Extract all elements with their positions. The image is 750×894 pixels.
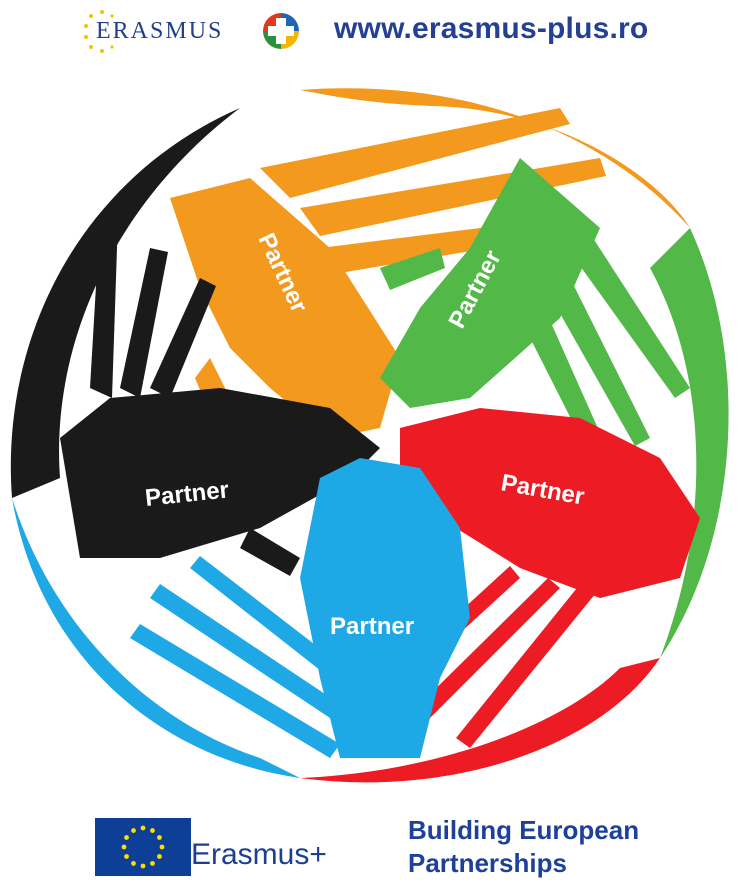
black-hand — [60, 218, 380, 576]
eu-star-icon — [150, 861, 155, 866]
erasmus-logo: ERASMUS — [82, 8, 312, 54]
header: ERASMUS www.erasmus-plus.ro — [0, 0, 750, 62]
eu-star-icon — [140, 863, 146, 869]
eu-flag-icon — [95, 818, 191, 876]
stars-icon — [84, 10, 114, 53]
erasmus-wordmark: ERASMUS — [96, 18, 224, 44]
plus-icon — [263, 13, 299, 49]
website-url[interactable]: www.erasmus-plus.ro — [334, 12, 649, 45]
partner-label-blue: Partner — [330, 613, 414, 640]
tagline: Building European Partnerships — [408, 814, 639, 880]
eu-star-icon — [124, 854, 129, 859]
eu-star-icon — [121, 844, 127, 850]
orange-arc — [300, 88, 690, 228]
eu-star-icon — [150, 828, 155, 833]
eu-star-icon — [159, 844, 165, 850]
blue-hand — [130, 458, 470, 758]
eu-star-icon — [157, 854, 162, 859]
eu-star-icon — [157, 835, 162, 840]
erasmus-plus-brand: Erasmus+ — [191, 838, 327, 871]
footer: Erasmus+ Building European Partnerships — [0, 800, 750, 894]
black-arc — [10, 108, 240, 498]
green-hand — [380, 158, 690, 484]
eu-star-icon — [140, 825, 146, 831]
partner-hands-emblem: Partner Partner Partner Partner Partner — [10, 88, 729, 783]
tagline-line-2: Partnerships — [408, 848, 567, 878]
green-arc — [650, 228, 729, 658]
eu-star-icon — [124, 835, 129, 840]
red-arc — [300, 658, 660, 783]
eu-star-icon — [131, 828, 136, 833]
eu-star-icon — [131, 861, 136, 866]
blue-arc — [12, 498, 300, 778]
tagline-line-1: Building European — [408, 815, 640, 845]
